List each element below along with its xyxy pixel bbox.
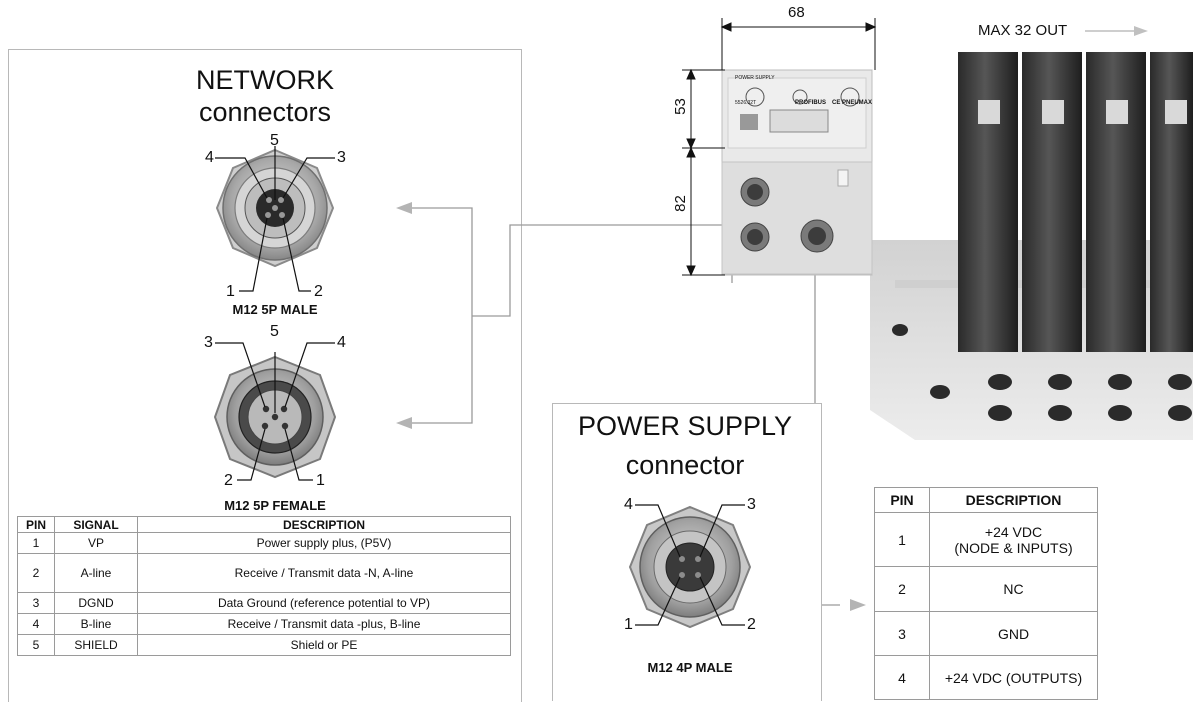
module-brand-text: CE PNEUMAX bbox=[832, 100, 873, 106]
power-pin-3: 3 bbox=[747, 496, 756, 513]
description-cell: GND bbox=[929, 611, 1098, 656]
m12-5p-female-connector-icon bbox=[213, 342, 337, 481]
valve-island-illustration bbox=[721, 52, 1193, 440]
female-pin-2: 2 bbox=[224, 472, 233, 489]
power-pinout-table: PIN DESCRIPTION 1 +24 VDC (NODE & INPUTS… bbox=[874, 487, 1098, 700]
pin-cell: 2 bbox=[874, 566, 930, 612]
module-model-text: 5526.32T bbox=[735, 100, 757, 106]
module-power-supply-text: POWER SUPPLY bbox=[735, 75, 775, 81]
m12-5p-male-connector-icon bbox=[215, 146, 335, 292]
table-row: 5 SHIELD Shield or PE bbox=[17, 634, 511, 656]
female-pin-1: 1 bbox=[316, 472, 325, 489]
signal-cell: DGND bbox=[54, 592, 138, 614]
description-cell: Power supply plus, (P5V) bbox=[137, 532, 511, 554]
col-pin-header: PIN bbox=[874, 487, 930, 513]
m12-4p-male-label: M12 4P MALE bbox=[647, 660, 733, 675]
m12-5p-female-label: M12 5P FEMALE bbox=[224, 498, 326, 513]
male-pin-1: 1 bbox=[226, 283, 235, 300]
power-pin-1: 1 bbox=[624, 616, 633, 633]
pin-cell: 2 bbox=[17, 553, 55, 593]
male-pin-4: 4 bbox=[205, 149, 214, 166]
description-cell: Receive / Transmit data -plus, B-line bbox=[137, 613, 511, 635]
dimension-height-82: 82 bbox=[671, 195, 689, 212]
table-row: 1 +24 VDC (NODE & INPUTS) bbox=[874, 512, 1098, 567]
description-cell: +24 VDC (NODE & INPUTS) bbox=[929, 512, 1098, 567]
power-pin-2: 2 bbox=[747, 616, 756, 633]
table-row: 4 +24 VDC (OUTPUTS) bbox=[874, 655, 1098, 700]
network-pinout-table: PIN SIGNAL DESCRIPTION 1 VP Power supply… bbox=[17, 516, 511, 656]
female-pin-5: 5 bbox=[270, 323, 279, 340]
table-row: 2 NC bbox=[874, 566, 1098, 612]
signal-cell: SHIELD bbox=[54, 634, 138, 656]
description-line: +24 VDC bbox=[984, 523, 1043, 540]
description-cell: NC bbox=[929, 566, 1098, 612]
male-pin-2: 2 bbox=[314, 283, 323, 300]
network-title-line2: connectors bbox=[198, 97, 332, 127]
m12-5p-male-label: M12 5P MALE bbox=[232, 302, 318, 317]
dimension-height-53: 53 bbox=[671, 98, 689, 115]
female-pin-3: 3 bbox=[204, 334, 213, 351]
description-line: (NODE & INPUTS) bbox=[954, 539, 1073, 556]
male-pin-5: 5 bbox=[270, 132, 279, 149]
pin-cell: 3 bbox=[874, 611, 930, 656]
module-bus-text: PROFIBUS bbox=[795, 100, 827, 106]
max-outputs-label: MAX 32 OUT bbox=[978, 22, 1068, 39]
pin-cell: 4 bbox=[874, 655, 930, 700]
power-title-line1: POWER SUPPLY bbox=[577, 411, 793, 441]
dimension-width-68: 68 bbox=[788, 4, 805, 21]
description-cell: Shield or PE bbox=[137, 634, 511, 656]
col-description-header: DESCRIPTION bbox=[929, 487, 1098, 513]
table-row: 1 VP Power supply plus, (P5V) bbox=[17, 532, 511, 554]
female-pin-4: 4 bbox=[337, 334, 346, 351]
power-title-line2: connector bbox=[625, 450, 745, 480]
table-row: 3 GND bbox=[874, 611, 1098, 656]
network-title-line1: NETWORK bbox=[196, 65, 334, 95]
pin-cell: 1 bbox=[874, 512, 930, 567]
male-pin-3: 3 bbox=[337, 149, 346, 166]
signal-cell: VP bbox=[54, 532, 138, 554]
power-pin-4: 4 bbox=[624, 496, 633, 513]
description-cell: +24 VDC (OUTPUTS) bbox=[929, 655, 1098, 700]
m12-4p-male-connector-icon bbox=[628, 504, 752, 629]
